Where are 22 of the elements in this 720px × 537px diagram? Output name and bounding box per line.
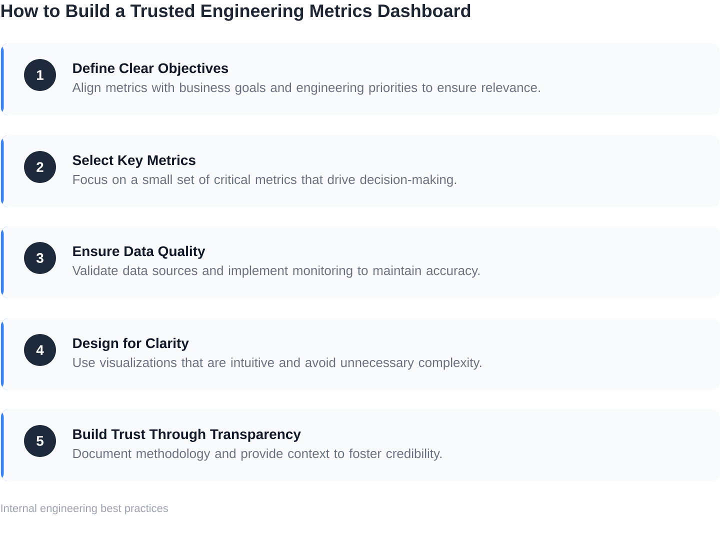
step-title: Build Trust Through Transparency (73, 428, 301, 442)
step-card (0, 135, 720, 208)
step-card (0, 226, 720, 298)
step-description: Validate data sources and implement monitoring to maintain accuracy. (72, 266, 480, 278)
number-badge: 3 (24, 242, 56, 274)
step-description: Document methodology and provide context to foster credibility. (73, 448, 442, 461)
step-card (0, 318, 720, 390)
number-badge: 1 (24, 59, 56, 91)
number-badge: 4 (24, 334, 56, 366)
step-description: Focus on a small set of critical metrics that drive decision-making. (73, 174, 456, 187)
step-title: Design for Clarity (73, 338, 189, 351)
title: How to Build a Trusted Engineering Metrics Dashboard (1, 4, 470, 21)
step-description: Use visualizations that are intuitive and avoid unnecessary complexity. (73, 358, 482, 370)
step-title: Define Clear Objectives (73, 62, 228, 76)
step-card (0, 409, 720, 482)
number-badge: 5 (24, 425, 56, 457)
step-title: Ensure Data Quality (73, 246, 206, 259)
step-card (0, 43, 720, 116)
step-title: Select Key Metrics (72, 154, 196, 168)
footnote: Internal engineering best practices (1, 504, 168, 514)
number-badge: 2 (24, 151, 56, 183)
step-description: Align metrics with business goals and engineering priorities to ensure relevance. (72, 82, 540, 95)
